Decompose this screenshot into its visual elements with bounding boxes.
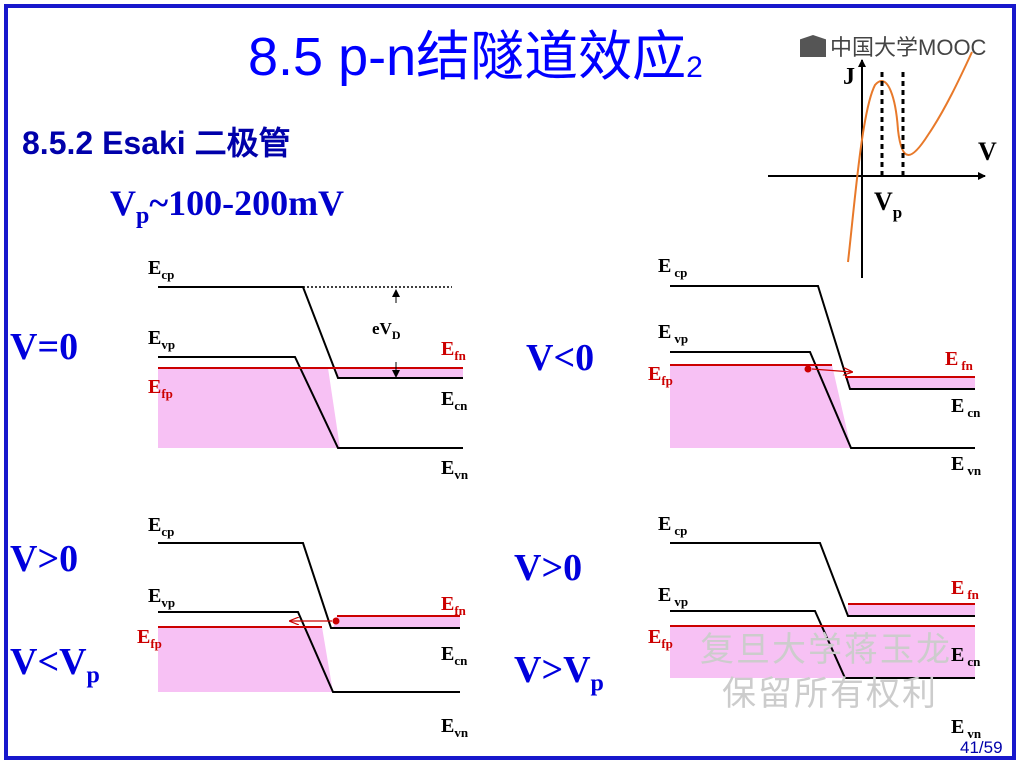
iv-peak-label: Vp — [874, 187, 902, 222]
p-fill — [670, 626, 975, 678]
title-main: 8.5 p-n结隧道效应 — [248, 27, 687, 87]
label-ecp: Ecp — [148, 514, 174, 539]
n-fill — [845, 377, 975, 389]
electron-dot — [804, 365, 812, 373]
label-ecn: Ecn — [441, 643, 468, 668]
valence-band-edge — [670, 610, 975, 679]
band-diagram-v-eq-0: eVD Ecp Evp Efp Efn Ecn Evn — [148, 257, 469, 482]
electron-dot — [332, 617, 340, 625]
label-ecp: Ecp — [148, 257, 174, 282]
label-efn: Efn — [441, 593, 467, 618]
label-evn: Evn — [441, 715, 469, 740]
label-efn: Efn — [441, 338, 467, 363]
title-suffix: 2 — [686, 51, 703, 84]
condition-v-gt-vp: V>Vp — [514, 649, 604, 697]
label-evn: Evn — [441, 457, 469, 482]
n-fill — [848, 604, 975, 616]
peak-voltage-range: Vp~100-200mV — [110, 183, 345, 230]
n-fill — [336, 368, 463, 378]
condition-v-lt-vp: V<Vp — [10, 641, 100, 689]
slide-frame — [4, 4, 1016, 760]
label-ecn: Ecn — [441, 388, 468, 413]
conduction-band-edge — [158, 286, 463, 379]
mooc-logo: 中国大学MOOC — [800, 30, 986, 62]
valence-band-edge — [158, 356, 463, 449]
valence-band-edge — [670, 351, 975, 449]
valence-band-edge — [158, 611, 460, 693]
tunneling-arrow — [811, 369, 852, 372]
label-evp: Evp — [148, 585, 175, 610]
mooc-logo-icon — [800, 35, 826, 57]
evd-label: eVD — [372, 319, 401, 342]
conduction-band-edge — [670, 542, 975, 617]
mooc-logo-text: 中国大学MOOC — [830, 35, 987, 60]
watermark-line-1: 复旦大学蒋玉龙 — [700, 630, 952, 670]
p-fill — [670, 365, 851, 448]
condition-v-lt-0: V<0 — [526, 337, 595, 379]
band-diagram-v-lt-vp: Ecp Evp Efp Efn Ecn Evn — [137, 514, 469, 740]
label-efp: Efp — [648, 363, 673, 388]
label-evp: Evp — [148, 327, 175, 352]
condition-v-gt-0-right: V>0 — [514, 547, 583, 589]
page-number: 41/59 — [960, 738, 1003, 757]
label-efp: Efp — [648, 626, 673, 651]
condition-v-eq-0: V=0 — [10, 326, 79, 368]
slide-title: 8.5 p-n结隧道效应2 — [248, 22, 703, 103]
iv-x-label: V — [978, 137, 997, 166]
condition-v-gt-0-left: V>0 — [10, 538, 79, 580]
label-efp: Efp — [137, 626, 162, 651]
conduction-band-edge — [670, 285, 975, 390]
label-efp: Efp — [148, 376, 173, 401]
iv-curve — [847, 51, 973, 263]
section-subtitle: 8.5.2 Esaki 二极管 — [22, 125, 291, 161]
p-fill — [158, 368, 340, 448]
conduction-band-edge — [158, 542, 460, 629]
watermark-line-2: 保留所有权利 — [722, 674, 938, 714]
p-fill — [158, 627, 333, 692]
n-fill — [333, 616, 460, 628]
iv-y-label: J — [843, 64, 855, 90]
iv-curve-plot: J V Vp — [768, 51, 997, 278]
copyright-watermark: 复旦大学蒋玉龙 保留所有权利 — [700, 628, 952, 716]
